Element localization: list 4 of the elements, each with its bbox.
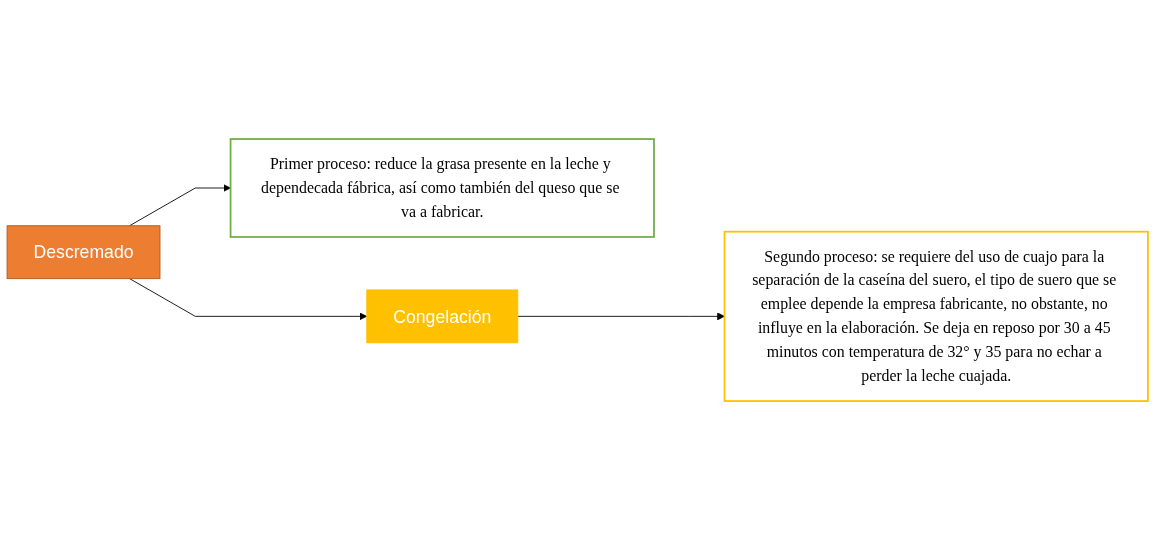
node-box: Descremado [6, 225, 161, 280]
node-box: Primer proceso: reduce la grasa presente en la leche y dependecada fábrica, así como también del queso que se va a fabricar. [229, 138, 655, 239]
node-box: Segundo proceso: se requiere del uso de cuajo para la separación de la caseína del suero, el tipo de suero que se emplee depende la empresa fabricante, no obstante, no influye en la elaboración. Se deja en reposo por 30 a 45 minutos con temperatura de 32° y 35 para no echar a perder la leche cuajada. [723, 231, 1149, 403]
node-box: Congelación [366, 289, 519, 344]
